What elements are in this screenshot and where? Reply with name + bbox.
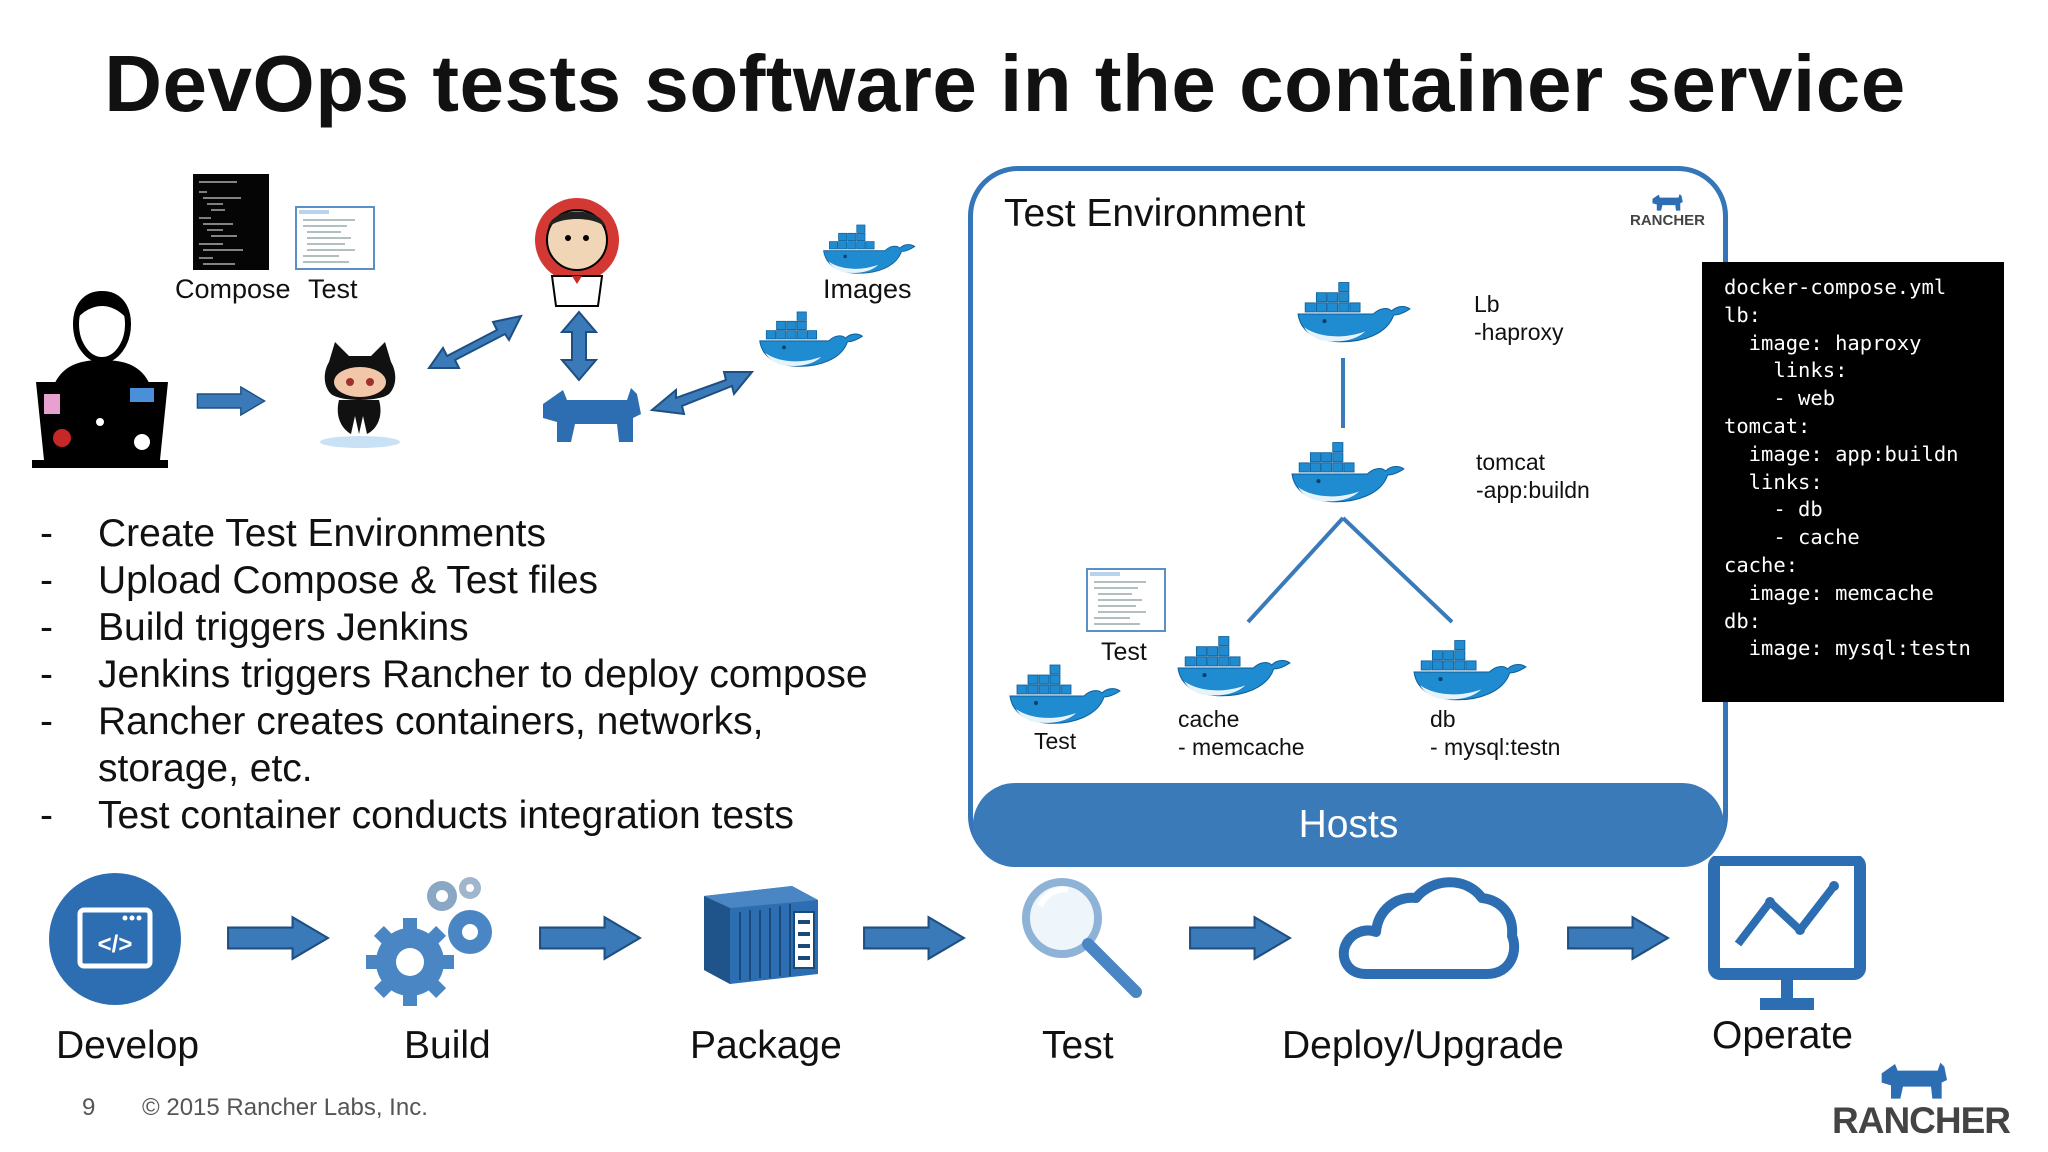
- arrow-test-deploy: [1188, 914, 1292, 962]
- test-environment-title: Test Environment: [1004, 192, 1306, 235]
- cloud-icon: [1338, 877, 1520, 979]
- arrow-github-jenkins: [427, 314, 523, 369]
- test-label: Test: [308, 274, 358, 304]
- bullet-item-continued: storage, etc.: [98, 747, 313, 790]
- stage-deploy-label: Deploy/Upgrade: [1282, 1024, 1564, 1067]
- compose-label: Compose: [175, 274, 291, 304]
- arrow-jenkins-rancher: [560, 310, 598, 382]
- bullet-list: -Create Test Environments -Upload Compos…: [40, 510, 868, 839]
- test-container-label: Test: [1034, 728, 1077, 754]
- db-whale-icon: [1410, 634, 1532, 706]
- operate-monitor-icon: [1708, 856, 1866, 1010]
- bullet-item: -Rancher creates containers, networks,: [40, 700, 764, 743]
- arrow-deploy-operate: [1566, 914, 1670, 962]
- images-label: Images: [823, 274, 912, 304]
- stage-build-label: Build: [404, 1024, 491, 1067]
- rancher-footer-cow-icon: [1876, 1060, 1950, 1100]
- stage-develop-label: Develop: [56, 1024, 200, 1067]
- db-label: db- mysql:testn: [1430, 706, 1561, 760]
- jenkins-icon: [535, 198, 619, 307]
- page-number: 9: [82, 1094, 96, 1121]
- stage-package-label: Package: [690, 1024, 842, 1067]
- cache-whale-icon: [1174, 630, 1296, 702]
- develop-icon: </>: [49, 873, 181, 1005]
- hosts-bar: Hosts: [973, 783, 1724, 867]
- github-octocat-icon: [320, 342, 400, 448]
- bullet-item: -Test container conducts integration tes…: [40, 794, 794, 837]
- cache-label: cache- memcache: [1178, 706, 1305, 760]
- test-whale-icon: [1006, 658, 1126, 730]
- bullet-item: -Upload Compose & Test files: [40, 559, 599, 602]
- arrow-rancher-images: [649, 371, 755, 416]
- test-file-label: Test: [1101, 638, 1147, 666]
- developer-icon: [32, 290, 168, 468]
- rancher-footer-brand: RANCHER: [1832, 1100, 2011, 1141]
- package-container-icon: [704, 886, 818, 984]
- bullet-item: -Create Test Environments: [40, 512, 546, 555]
- lb-whale-icon: [1294, 276, 1416, 348]
- stage-operate-label: Operate: [1712, 1014, 1853, 1057]
- rancher-small-brand: RANCHER: [1630, 212, 1705, 229]
- arrow-develop-build: [226, 914, 330, 962]
- bullet-item: -Jenkins triggers Rancher to deploy comp…: [40, 653, 868, 696]
- arrow-package-test: [862, 914, 966, 962]
- compose-file-icon: [193, 174, 269, 270]
- bullet-item: -Build triggers Jenkins: [40, 606, 469, 649]
- tomcat-label: tomcat-app:buildn: [1476, 449, 1590, 503]
- build-gears-icon: [366, 877, 492, 1006]
- tomcat-whale-icon: [1288, 436, 1410, 508]
- arrow-build-package: [538, 914, 642, 962]
- magnifier-icon: [1022, 878, 1142, 998]
- stage-test-label: Test: [1042, 1024, 1114, 1067]
- copyright: © 2015 Rancher Labs, Inc.: [142, 1094, 428, 1121]
- lb-label: Lb-haproxy: [1474, 291, 1564, 345]
- test-file-icon-env: [1086, 568, 1166, 632]
- svg-text:</>: </>: [98, 931, 133, 958]
- page-title: DevOps tests software in the container s…: [104, 39, 1906, 128]
